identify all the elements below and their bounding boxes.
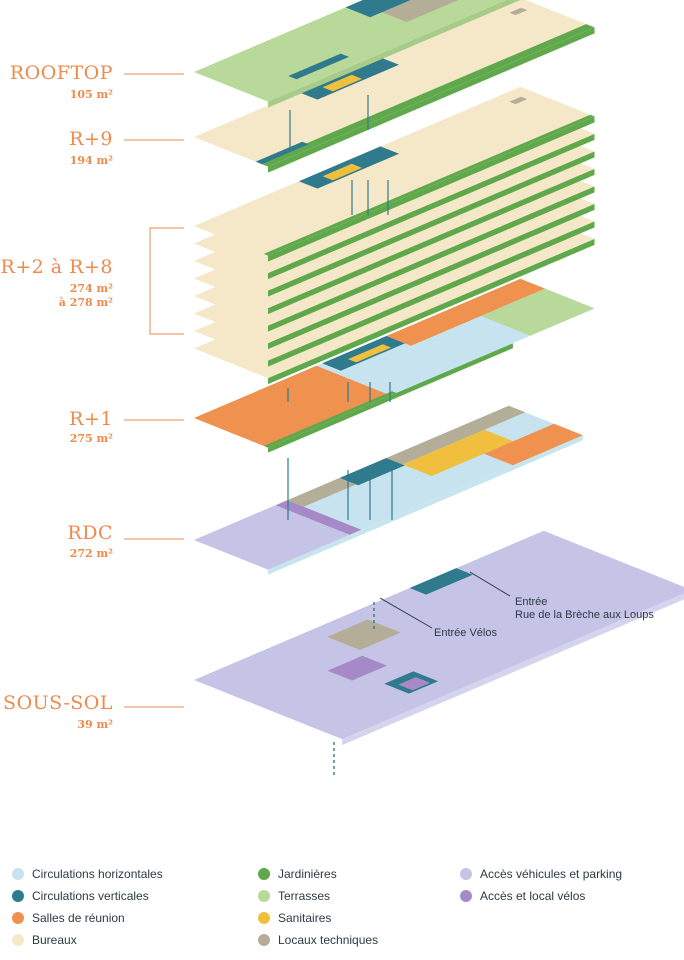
- legend-swatch: [12, 890, 24, 902]
- floor-label-sous-sol: SOUS-SOL: [3, 692, 113, 714]
- zone-velo-sous-sol: [327, 655, 387, 681]
- legend-swatch: [12, 934, 24, 946]
- annotation-entree-street: Rue de la Brèche aux Loups: [515, 609, 654, 621]
- legend-item-bureaux: Bureaux: [12, 932, 77, 948]
- slab-edge-sous-sol: [342, 593, 684, 746]
- planter-edge-r2-r8-1: [268, 133, 595, 280]
- bracket-r2-r8: [149, 227, 184, 335]
- slab-edge-rooftop: [268, 0, 521, 108]
- legend-swatch: [460, 890, 472, 902]
- zone-reunion-rdc: [484, 423, 583, 466]
- zone-terrasse-r1: [481, 288, 595, 336]
- planter-edge-r2-r8-7: [268, 238, 595, 385]
- zone-velo-sous-sol-2: [398, 677, 431, 691]
- legend-label: Jardinières: [278, 867, 337, 881]
- zone-technique-r2-r8: [509, 96, 528, 105]
- legend-item-techniques: Locaux techniques: [258, 932, 378, 948]
- legend-item-circ-v: Circulations verticales: [12, 888, 149, 904]
- legend-item-terrasses: Terrasses: [258, 888, 330, 904]
- legend-swatch: [12, 868, 24, 880]
- planter-edge-r2-r8-0: [268, 116, 595, 262]
- legend-label: Accès et local vélos: [480, 889, 586, 903]
- zone-circ-verticale-rooftop: [345, 0, 411, 18]
- zone-parking-sous-sol: [194, 530, 684, 740]
- zone-technique-sous-sol: [327, 619, 401, 650]
- zone-jardiniere-r2-r8: [263, 114, 595, 256]
- legend-item-jardinieres: Jardinières: [258, 866, 337, 882]
- legend-label: Bureaux: [32, 933, 77, 947]
- legend-item-reunion: Salles de réunion: [12, 910, 125, 926]
- legend-item-sanitaires: Sanitaires: [258, 910, 331, 926]
- zone-jardiniere-r9: [259, 24, 595, 167]
- zone-terrasse-rooftop: [194, 0, 507, 102]
- zone-circ-verticale-rdc: [339, 458, 405, 486]
- legend-label: Circulations horizontales: [32, 867, 163, 881]
- floor-area-sous-sol: 39 m²: [77, 718, 113, 731]
- floor-label-rdc: RDC: [67, 522, 113, 544]
- legend-label: Locaux techniques: [278, 933, 379, 947]
- zone-circ-verticale-r9-2: [255, 141, 309, 165]
- zone-circ-verticale-sous-sol: [409, 568, 473, 595]
- planter-edge-r2-r8-4: [268, 186, 595, 332]
- planter-edge-r2-r8-2: [268, 151, 595, 297]
- planter-edge-r9: [268, 27, 595, 173]
- floor-label-r2-r8: R+2 à R+8: [0, 256, 113, 278]
- zone-sanitaire-r1: [348, 344, 392, 363]
- floor-area-rdc: 272 m²: [69, 547, 113, 560]
- zone-velo-rdc: [275, 500, 362, 535]
- zone-reunion-r1: [194, 365, 391, 448]
- legend-label: Sanitaires: [278, 911, 332, 925]
- legend-label: Circulations verticales: [32, 889, 149, 903]
- zone-technique-r9: [509, 7, 528, 16]
- annotation-entree-velos: Entrée Vélos: [434, 627, 497, 639]
- pointer-entree: [469, 571, 511, 597]
- zone-reunion-r1-2: [386, 278, 546, 346]
- zone-sanitaire-r2-r8: [322, 163, 362, 181]
- planter-edge-r2-r8-3: [268, 168, 595, 315]
- floor-area-rooftop: 105 m²: [69, 88, 113, 101]
- floor-label-r9: R+9: [69, 128, 113, 150]
- floor-area-r2-r8-range: à 278 m²: [58, 296, 113, 309]
- zone-jardiniere-r1: [263, 391, 397, 448]
- slab-edge-rdc: [268, 435, 583, 575]
- zone-technique-rdc-2: [386, 405, 526, 465]
- zone-bureaux-r9: [194, 0, 595, 167]
- zone-parking-rdc: [194, 505, 350, 570]
- floor-area-r2-r8: 274 m²: [69, 282, 113, 295]
- zone-technique-rdc: [287, 477, 357, 507]
- legend-swatch: [258, 890, 270, 902]
- zone-bureaux-r2-r8-0: [194, 86, 595, 256]
- legend-swatch: [258, 912, 270, 924]
- zone-circ-verticale-rooftop-2: [288, 53, 349, 80]
- pointer-entree-velos: [379, 597, 433, 629]
- legend-item-velos: Accès et local vélos: [460, 888, 585, 904]
- legend-label: Salles de réunion: [32, 911, 125, 925]
- floor-area-r1: 275 m²: [69, 432, 113, 445]
- planter-edge-r2-r8-6: [268, 221, 595, 367]
- legend-label: Accès véhicules et parking: [480, 867, 623, 881]
- legend-item-circ-h: Circulations horizontales: [12, 866, 163, 882]
- floor-label-rooftop: ROOFTOP: [9, 62, 113, 84]
- zone-sanitaire-r9: [322, 74, 362, 92]
- legend-label: Terrasses: [278, 889, 331, 903]
- annotation-entree: Entrée: [515, 596, 548, 608]
- legend-item-parking: Accès véhicules et parking: [460, 866, 622, 882]
- legend-swatch: [258, 868, 270, 880]
- floor-area-r9: 194 m²: [69, 154, 113, 167]
- legend-swatch: [12, 912, 24, 924]
- legend-swatch: [460, 868, 472, 880]
- floor-label-r1: R+1: [69, 408, 113, 430]
- legend-swatch: [258, 934, 270, 946]
- zone-sanitaire-rdc: [402, 429, 514, 476]
- planter-edge-r2-r8-5: [268, 203, 595, 350]
